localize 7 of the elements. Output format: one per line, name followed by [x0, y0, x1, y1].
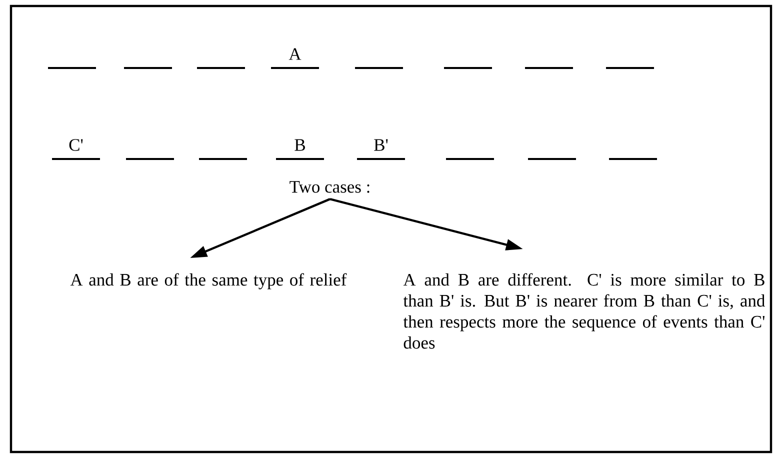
slot-label: B [294, 139, 305, 151]
case-text: A and B are different. C' is more similar to B than B' is. But B' is nearer from B than C' is, and then respects more the sequence of events than C' does [403, 273, 765, 349]
heading-text: Two cases : [290, 181, 370, 193]
slot-label: B' [374, 139, 388, 151]
slot-label: A [288, 48, 302, 60]
case-text: A and B are of the same type of relief [70, 273, 347, 290]
slot-label: C' [69, 139, 83, 151]
